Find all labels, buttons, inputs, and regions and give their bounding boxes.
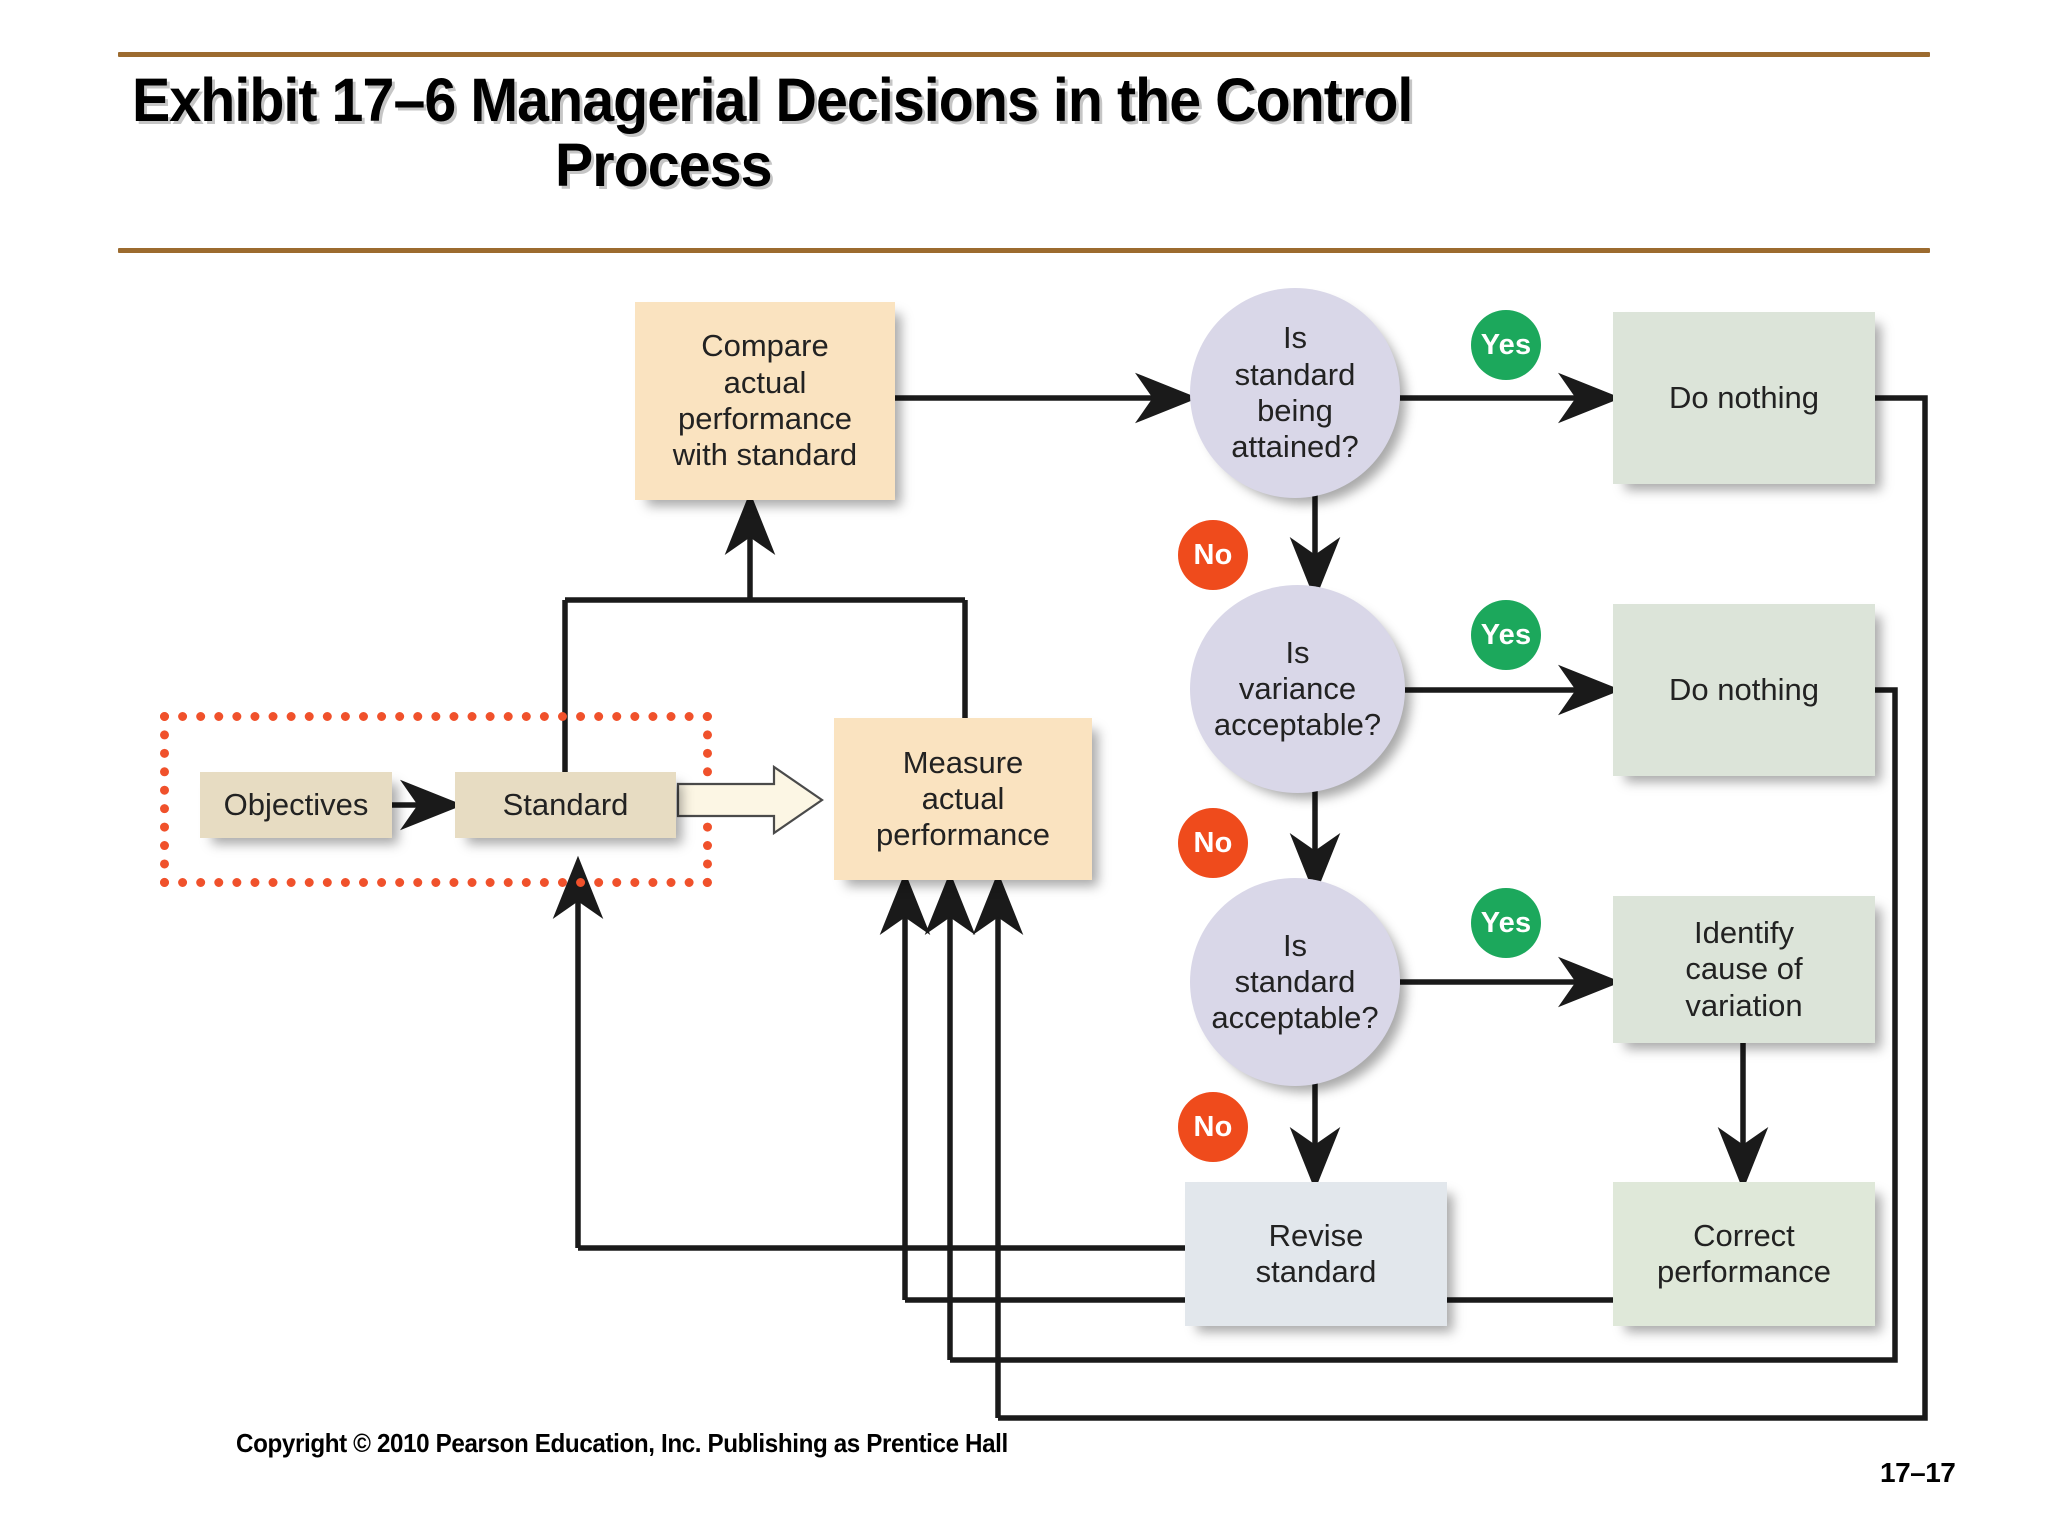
title-line-1: Exhibit 17–6 Managerial Decisions in the… (132, 66, 1413, 134)
slide-page-number: 17–17 (1880, 1457, 1956, 1488)
node-decision-is-standard-acceptable[interactable]: Is standard acceptable? (1190, 878, 1400, 1086)
yes-3-text: Yes (1480, 906, 1532, 939)
node-standard[interactable]: Standard (455, 772, 676, 838)
node-compare-actual-performance-with-standard[interactable]: Compare actual performance with standard (635, 302, 895, 500)
node-revise-standard[interactable]: Revise standard (1185, 1182, 1447, 1326)
node-measure-label: Measure actual performance (875, 744, 1051, 853)
node-compare-label: Compare actual performance with standard (672, 328, 858, 473)
block-arrow-standard-to-measure (676, 764, 824, 836)
node-measure-actual-performance[interactable]: Measure actual performance (834, 718, 1092, 880)
no-1-text: No (1193, 538, 1233, 571)
node-decision-is-variance-acceptable[interactable]: Is variance acceptable? (1190, 585, 1405, 793)
node-do-nothing-1[interactable]: Do nothing (1613, 312, 1875, 484)
page-title: Exhibit 17–6 Managerial Decisions in the… (132, 66, 1815, 200)
edge-label-no-2: No (1178, 808, 1248, 878)
edge-label-yes-1: Yes (1471, 310, 1541, 380)
no-2-text: No (1193, 826, 1233, 859)
edge-label-no-3: No (1178, 1092, 1248, 1162)
title-underline-rule (118, 248, 1930, 253)
no-3-text: No (1193, 1110, 1233, 1143)
node-do-nothing-2-label: Do nothing (1669, 671, 1819, 707)
node-d2-label: Is variance acceptable? (1213, 634, 1382, 743)
node-identify-label: Identify cause of variation (1685, 915, 1803, 1023)
title-line-2: Process (555, 131, 773, 200)
yes-1-text: Yes (1480, 328, 1532, 361)
arrow-group (392, 372, 1769, 1418)
node-do-nothing-1-label: Do nothing (1669, 379, 1819, 415)
edge-label-yes-2: Yes (1471, 600, 1541, 670)
yes-2-text: Yes (1480, 618, 1532, 651)
node-objectives[interactable]: Objectives (200, 772, 392, 838)
node-d3-label: Is standard acceptable? (1211, 927, 1379, 1036)
node-do-nothing-2[interactable]: Do nothing (1613, 604, 1875, 776)
node-revise-label: Revise standard (1255, 1217, 1377, 1289)
copyright-footer: Copyright © 2010 Pearson Education, Inc.… (236, 1428, 1008, 1458)
node-correct-performance[interactable]: Correct performance (1613, 1182, 1875, 1326)
node-objectives-label: Objectives (223, 786, 369, 822)
node-decision-is-standard-being-attained[interactable]: Is standard being attained? (1190, 288, 1400, 498)
node-d1-label: Is standard being attained? (1231, 320, 1359, 465)
top-accent-rule (118, 52, 1930, 57)
node-correct-label: Correct performance (1656, 1217, 1832, 1289)
node-identify-cause-of-variation[interactable]: Identify cause of variation (1613, 896, 1875, 1043)
node-standard-label: Standard (502, 786, 629, 822)
edge-label-no-1: No (1178, 520, 1248, 590)
edge-label-yes-3: Yes (1471, 888, 1541, 958)
